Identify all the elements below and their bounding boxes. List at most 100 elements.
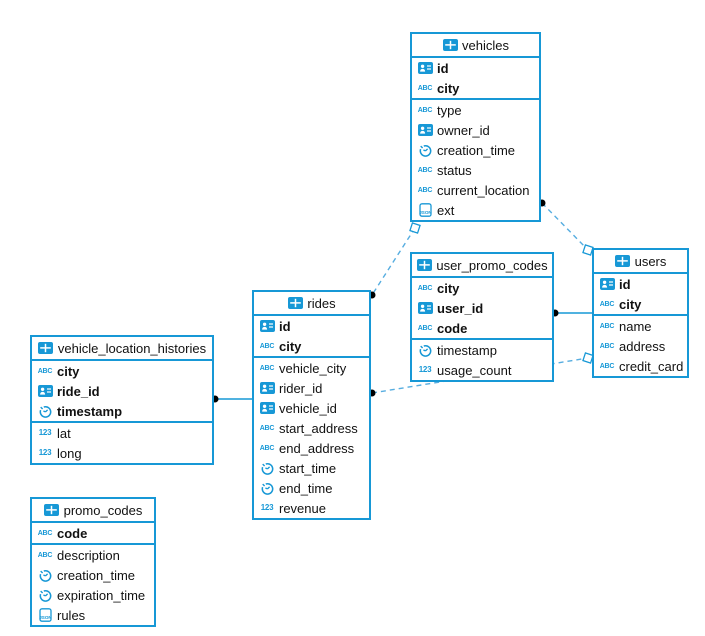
table-header-users[interactable]: users xyxy=(594,250,687,274)
string-icon: ABC xyxy=(417,324,433,332)
table-header-user_promo_codes[interactable]: user_promo_codes xyxy=(412,254,552,278)
table-title: users xyxy=(634,253,667,269)
column-label: revenue xyxy=(279,500,326,516)
column-row-rules: JSON rules xyxy=(32,605,154,625)
primary-key-section: ABC code xyxy=(32,523,154,545)
column-label: vehicle_city xyxy=(279,360,347,376)
column-label: id xyxy=(279,318,291,334)
timestamp-icon xyxy=(37,404,53,418)
table-title: rides xyxy=(307,295,336,311)
uuid-icon xyxy=(417,301,433,315)
column-label: id xyxy=(437,60,449,76)
uuid-icon xyxy=(417,61,433,75)
column-label: end_time xyxy=(279,480,333,496)
table-title: user_promo_codes xyxy=(436,257,548,273)
column-label: expiration_time xyxy=(57,587,146,603)
column-row-expiration_time: expiration_time xyxy=(32,585,154,605)
table-header-rides[interactable]: rides xyxy=(254,292,369,316)
table-header-vehicles[interactable]: vehicles xyxy=(412,34,539,58)
uuid-icon xyxy=(37,384,53,398)
column-label: city xyxy=(619,296,642,312)
string-icon: ABC xyxy=(417,106,433,114)
uuid-icon xyxy=(259,401,275,415)
table-icon xyxy=(615,254,631,268)
relation-line-vehicles-rides[interactable] xyxy=(371,227,416,296)
json-icon: JSON xyxy=(37,608,53,622)
column-label: ext xyxy=(437,202,455,218)
number-icon: 123 xyxy=(38,428,52,437)
column-label: user_id xyxy=(437,300,484,316)
column-label: timestamp xyxy=(437,342,497,358)
string-icon: ABC xyxy=(417,186,433,194)
column-label: city xyxy=(437,80,460,96)
string-icon: ABC xyxy=(37,551,53,559)
table-title: promo_codes xyxy=(63,502,143,518)
column-row-user_id: user_id xyxy=(412,298,552,318)
string-icon: ABC xyxy=(417,284,433,292)
column-label: city xyxy=(57,363,80,379)
timestamp-icon xyxy=(417,343,433,357)
string-icon: ABC xyxy=(417,166,433,174)
column-label: rules xyxy=(57,607,86,623)
table-title: vehicle_location_histories xyxy=(57,340,207,356)
json-icon: JSON xyxy=(417,203,433,217)
column-row-ride_id: ride_id xyxy=(32,381,212,401)
column-label: owner_id xyxy=(437,122,490,138)
column-label: rider_id xyxy=(279,380,323,396)
timestamp-icon xyxy=(259,481,275,495)
column-row-city: ABC city xyxy=(594,294,687,314)
column-row-end_address: ABC end_address xyxy=(254,438,369,458)
svg-text:JSON: JSON xyxy=(419,210,432,215)
column-label: name xyxy=(619,318,652,334)
column-label: credit_card xyxy=(619,358,684,374)
number-icon: 123 xyxy=(260,503,274,512)
uuid-icon xyxy=(417,123,433,137)
table-header-vehicle_location_histories[interactable]: vehicle_location_histories xyxy=(32,337,212,361)
string-icon: ABC xyxy=(417,84,433,92)
column-label: creation_time xyxy=(57,567,136,583)
timestamp-icon xyxy=(417,143,433,157)
string-icon: ABC xyxy=(259,364,275,372)
column-label: creation_time xyxy=(437,142,516,158)
table-header-promo_codes[interactable]: promo_codes xyxy=(32,499,154,523)
string-icon: ABC xyxy=(599,342,615,350)
column-label: ride_id xyxy=(57,383,100,399)
column-row-revenue: 123 revenue xyxy=(254,498,369,518)
column-label: lat xyxy=(57,425,71,441)
column-row-name: ABC name xyxy=(594,316,687,336)
column-row-rider_id: rider_id xyxy=(254,378,369,398)
relation-line-vehicles-users[interactable] xyxy=(541,202,589,251)
column-label: address xyxy=(619,338,666,354)
svg-text:JSON: JSON xyxy=(39,615,52,620)
number-icon: 123 xyxy=(418,365,432,374)
string-icon: ABC xyxy=(37,529,53,537)
column-label: code xyxy=(57,525,88,541)
string-icon: ABC xyxy=(599,322,615,330)
uuid-icon xyxy=(599,277,615,291)
number-icon: 123 xyxy=(38,448,52,457)
column-label: end_address xyxy=(279,440,355,456)
string-icon: ABC xyxy=(599,300,615,308)
table-icon xyxy=(287,296,303,310)
string-icon: ABC xyxy=(259,444,275,452)
